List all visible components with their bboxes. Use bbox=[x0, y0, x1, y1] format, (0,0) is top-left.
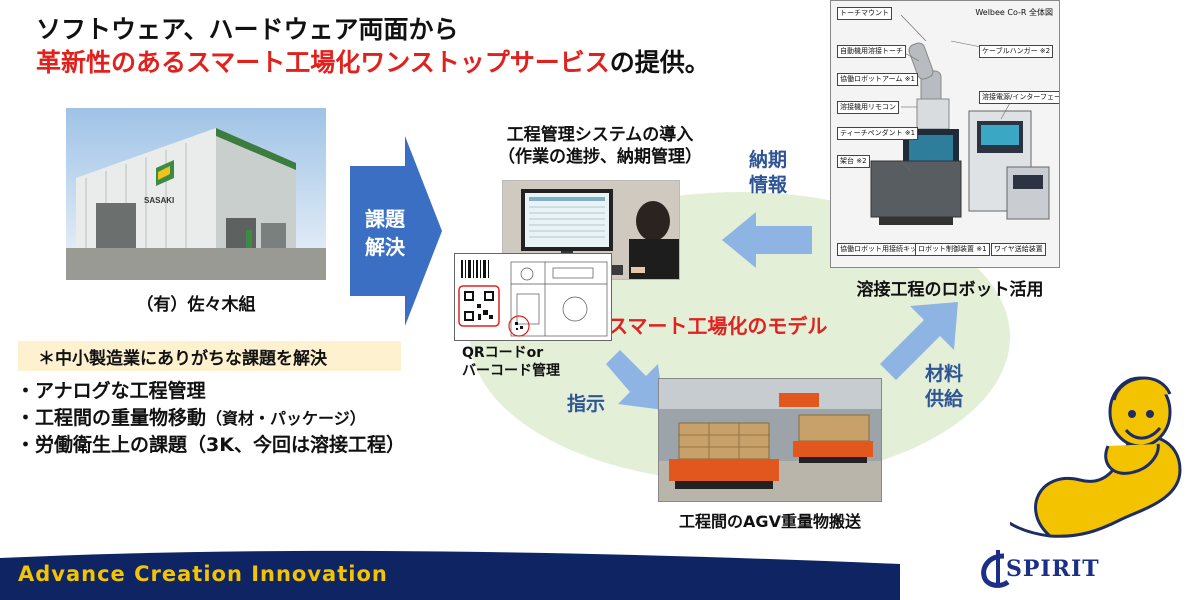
issue-list: ・アナログな工程管理 ・工程間の重量物移動（資材・パッケージ） ・労働衛生上の課… bbox=[16, 378, 405, 459]
welding-robot-diagram: Welbee Co-R 全体図 トーチマウント 自動機用溶接トーチ 協働ロボット… bbox=[830, 0, 1060, 268]
system-title-line: （作業の進捗、納期管理） bbox=[498, 147, 702, 167]
qr-code-sheet bbox=[454, 253, 612, 341]
issue-item: ・労働衛生上の課題（3K、今回は溶接工程） bbox=[16, 432, 405, 459]
robot-part-tag: 溶接機用リモコン bbox=[837, 101, 899, 114]
robot-part-tag: ワイヤ送給装置 bbox=[991, 243, 1046, 256]
model-label: スマート工場化のモデル bbox=[608, 314, 828, 338]
solution-arrow-label-line: 課題 bbox=[365, 207, 405, 231]
issue-heading: ＊中小製造業にありがちな課題を解決 bbox=[18, 341, 401, 371]
footer-slogan: Advance Creation Innovation bbox=[18, 562, 388, 586]
instruction-label: 指示 bbox=[566, 393, 605, 415]
issue-item-text: ・アナログな工程管理 bbox=[16, 380, 206, 402]
robot-part-tag: 架台 ※2 bbox=[837, 155, 870, 168]
qr-label-line: QRコードor bbox=[462, 345, 544, 361]
genie-mascot-icon bbox=[1010, 376, 1182, 538]
deadline-label-line: 情報 bbox=[748, 174, 787, 196]
robot-part-tag: ロボット制御装置 ※1 bbox=[915, 243, 990, 256]
solution-arrow bbox=[350, 136, 442, 326]
qr-label: QRコードor バーコード管理 bbox=[462, 344, 560, 380]
company-caption: （有）佐々木組 bbox=[136, 295, 256, 315]
factory-photo: SASAKI bbox=[66, 108, 326, 280]
logo-text: SPIRIT bbox=[1006, 556, 1100, 582]
instruction-arrow bbox=[606, 350, 664, 410]
headline-line-1: ソフトウェア、ハードウェア両面から bbox=[36, 15, 459, 44]
footer-banner bbox=[0, 550, 900, 600]
system-title: 工程管理システムの導入 （作業の進捗、納期管理） bbox=[464, 124, 736, 168]
deadline-arrow-left bbox=[722, 212, 812, 268]
solution-arrow-label: 課題 解決 bbox=[355, 205, 415, 261]
robot-part-tag: 協働ロボットアーム ※1 bbox=[837, 73, 918, 86]
robot-part-tag: トーチマウント bbox=[837, 7, 892, 20]
headline-highlight: 革新性のあるスマート工場化ワンストップサービス bbox=[36, 48, 610, 77]
issue-item-text: ・労働衛生上の課題（3K、今回は溶接工程） bbox=[16, 434, 405, 456]
issue-item-text: ・工程間の重量物移動 bbox=[16, 407, 207, 429]
factory-sign-text: SASAKI bbox=[144, 196, 174, 205]
system-title-line: 工程管理システムの導入 bbox=[506, 125, 694, 145]
robot-panel-title: Welbee Co-R 全体図 bbox=[975, 8, 1053, 17]
robot-part-tag: ティーチペンダント ※1 bbox=[837, 127, 919, 140]
deadline-label: 納期 情報 bbox=[738, 148, 798, 198]
issue-item: ・アナログな工程管理 bbox=[16, 378, 405, 405]
headline-tail: の提供。 bbox=[609, 48, 710, 77]
agv-photo bbox=[658, 378, 882, 502]
robot-part-tag: 自動機用溶接トーチ bbox=[837, 45, 906, 58]
robot-part-tag: ケーブルハンガー ※2 bbox=[979, 45, 1054, 58]
material-arrow bbox=[880, 302, 958, 380]
issue-item-note: （資材・パッケージ） bbox=[206, 409, 366, 428]
spirit-logo-icon bbox=[981, 550, 1010, 588]
material-label: 材料 供給 bbox=[914, 362, 974, 412]
agv-caption: 工程間のAGV重量物搬送 bbox=[679, 512, 861, 531]
issue-item: ・工程間の重量物移動（資材・パッケージ） bbox=[16, 405, 405, 432]
robot-part-tag: 溶接電源/インターフェース bbox=[979, 91, 1059, 104]
material-label-line: 供給 bbox=[924, 388, 963, 410]
robot-caption: 溶接工程のロボット活用 bbox=[856, 280, 1044, 300]
qr-label-line: バーコード管理 bbox=[462, 363, 560, 379]
solution-arrow-label-line: 解決 bbox=[365, 235, 405, 259]
headline-line-2: 革新性のあるスマート工場化ワンストップサービスの提供。 bbox=[36, 43, 710, 79]
material-label-line: 材料 bbox=[924, 363, 963, 385]
deadline-label-line: 納期 bbox=[748, 149, 787, 171]
